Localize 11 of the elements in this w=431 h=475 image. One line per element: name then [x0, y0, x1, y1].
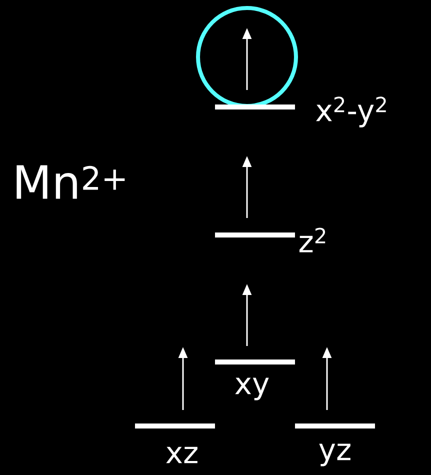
- node-label: x$^{2}$-y$^{2}$: [316, 96, 386, 128]
- node-label: xz: [166, 446, 198, 464]
- node-label: xy: [235, 378, 269, 400]
- node-label: yz: [319, 444, 350, 466]
- energy-level: xz: [135, 424, 215, 464]
- ion-label: Mn$^{2+}$: [16, 165, 125, 199]
- energy-level: x$^{2}$-y$^{2}$: [215, 96, 386, 128]
- energy-level: xy: [215, 360, 295, 400]
- energy-level: z$^{2}$: [215, 228, 326, 252]
- energy-level: yz: [295, 424, 375, 466]
- node-label: z$^{2}$: [299, 228, 326, 252]
